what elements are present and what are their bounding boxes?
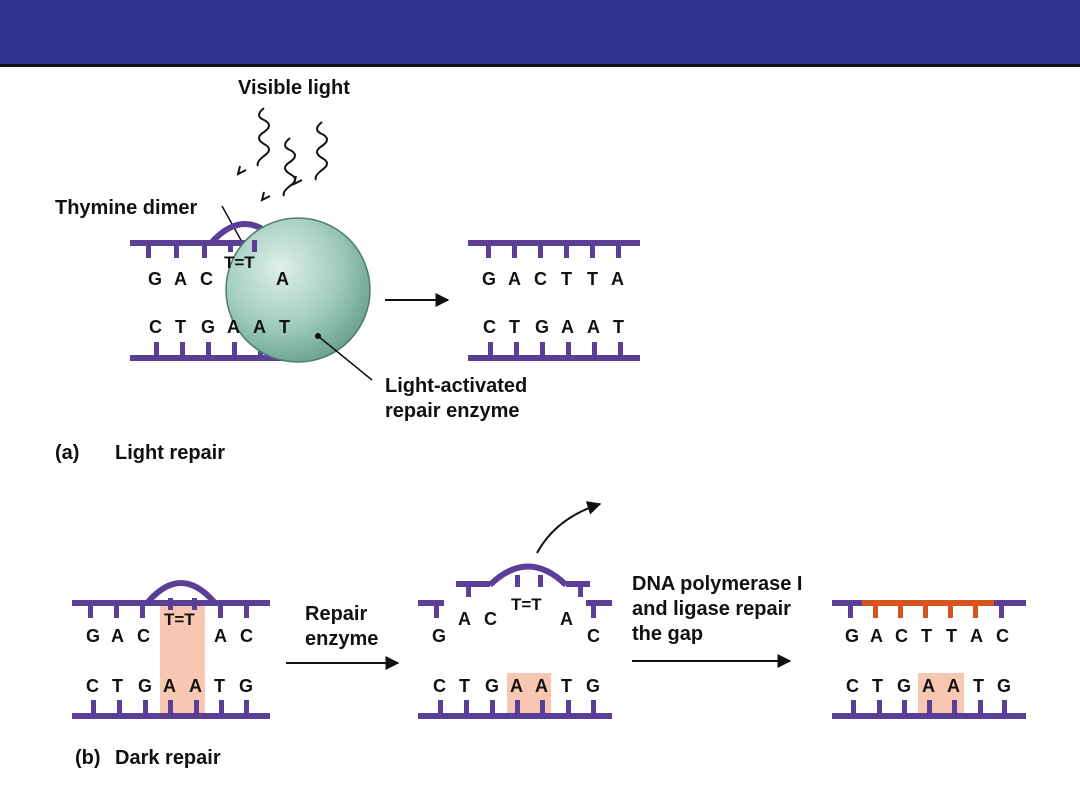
- light-activated-repair-enzyme: [225, 217, 371, 363]
- base-letter: T: [112, 676, 123, 696]
- base-letter: G: [239, 676, 253, 696]
- highlight-stage-1: [160, 600, 205, 715]
- base-letter: C: [433, 676, 446, 696]
- panel-b-dark-repair: T=T G A C A C C T G A A T G Repai: [72, 501, 1026, 769]
- base-letter: C: [86, 676, 99, 696]
- base-letter: G: [897, 676, 911, 696]
- light-ray-head-3: [292, 175, 303, 186]
- base-letter: G: [138, 676, 152, 696]
- base-a2-top-2: A: [508, 269, 521, 289]
- base-a2-bot-2: T: [509, 317, 520, 337]
- base-a2-bot-4: A: [561, 317, 574, 337]
- base-letter: A: [510, 676, 523, 696]
- light-rays: [236, 107, 328, 202]
- base-a-bot-6: T: [279, 317, 290, 337]
- base-a2-top-5: T: [587, 269, 598, 289]
- base-a2-top-4: T: [561, 269, 572, 289]
- base-letter: A: [922, 676, 935, 696]
- base-letter: T: [872, 676, 883, 696]
- base-letter: A: [214, 626, 227, 646]
- light-ray-2: [282, 137, 296, 197]
- base-letter: C: [240, 626, 253, 646]
- repair-enzyme-label-1: Repair: [305, 603, 367, 625]
- base-letter: G: [586, 676, 600, 696]
- polymerase-label-1: DNA polymerase I: [632, 573, 802, 595]
- base-letter: A: [111, 626, 124, 646]
- light-ray-1: [256, 107, 270, 167]
- caption-a-title: Light repair: [115, 442, 225, 464]
- base-a-bot-5: A: [253, 317, 266, 337]
- dna-after: G A C T T A C T G A A T: [468, 240, 640, 361]
- enzyme-label-line-2: repair enzyme: [385, 400, 520, 422]
- polymerase-label-3: the gap: [632, 623, 703, 645]
- base-letter: T: [561, 676, 572, 696]
- base-letter: C: [895, 626, 908, 646]
- visible-light-label: Visible light: [238, 77, 350, 99]
- base-a2-bot-5: A: [587, 317, 600, 337]
- base-a2-top-3: C: [534, 269, 547, 289]
- dark-stage-2: T=T A C A G C C T G A A T G: [418, 501, 612, 719]
- base-a-top-2: A: [174, 269, 187, 289]
- repair-enzyme-label-2: enzyme: [305, 628, 378, 650]
- dark-stage-1: T=T G A C A C C T G A A T G: [72, 580, 270, 719]
- base-letter: C: [846, 676, 859, 696]
- base-a-top-6: A: [276, 269, 289, 289]
- base-letter: C: [137, 626, 150, 646]
- base-letter: A: [189, 676, 202, 696]
- base-letter: G: [86, 626, 100, 646]
- header-bar: [0, 0, 1080, 67]
- base-a2-bot-6: T: [613, 317, 624, 337]
- bottom-backbone: [130, 355, 310, 361]
- base-a2-top-1: G: [482, 269, 496, 289]
- dark-stage-3: G A C T T A C C T G A A T G: [832, 600, 1026, 719]
- base-a2-bot-3: G: [535, 317, 549, 337]
- base-letter: A: [870, 626, 883, 646]
- base-letter: T: [214, 676, 225, 696]
- base-a2-top-6: A: [611, 269, 624, 289]
- base-letter: T: [459, 676, 470, 696]
- base-a2-bot-1: C: [483, 317, 496, 337]
- polymerase-label-2: and ligase repair: [632, 598, 791, 620]
- base-letter: A: [458, 609, 471, 629]
- dimer-label-b1: T=T: [164, 610, 195, 629]
- base-letter: A: [560, 609, 573, 629]
- base-a-top-1: G: [148, 269, 162, 289]
- base-a-bot-2: T: [175, 317, 186, 337]
- base-letter: T: [973, 676, 984, 696]
- base-letter: T: [946, 626, 957, 646]
- base-letter: A: [970, 626, 983, 646]
- base-letter: G: [485, 676, 499, 696]
- light-ray-3: [314, 121, 328, 181]
- caption-b-title: Dark repair: [115, 747, 221, 769]
- base-letter: G: [997, 676, 1011, 696]
- panel-a-light-repair: Visible light Thymine dimer: [55, 77, 640, 464]
- base-a-bot-3: G: [201, 317, 215, 337]
- base-a-bot-4: A: [227, 317, 240, 337]
- base-letter: G: [845, 626, 859, 646]
- base-letter: C: [587, 626, 600, 646]
- caption-a-letter: (a): [55, 442, 79, 464]
- base-a-top-3: C: [200, 269, 213, 289]
- dimer-label-b2: T=T: [511, 595, 542, 614]
- base-letter: G: [432, 626, 446, 646]
- excision-arrow: [536, 501, 602, 554]
- base-letter: A: [535, 676, 548, 696]
- base-letter: T: [921, 626, 932, 646]
- base-letter: A: [163, 676, 176, 696]
- caption-b-letter: (b): [75, 747, 101, 769]
- enzyme-label-line-1: Light-activated: [385, 375, 527, 397]
- light-ray-head-1: [236, 165, 247, 176]
- dimer-label-a: T=T: [224, 253, 255, 272]
- base-letter: C: [484, 609, 497, 629]
- light-ray-head-2: [260, 191, 271, 202]
- thymine-dimer-label: Thymine dimer: [55, 197, 197, 219]
- base-letter: C: [996, 626, 1009, 646]
- base-letter: A: [947, 676, 960, 696]
- enzyme-pointer: [317, 335, 373, 381]
- base-a-bot-1: C: [149, 317, 162, 337]
